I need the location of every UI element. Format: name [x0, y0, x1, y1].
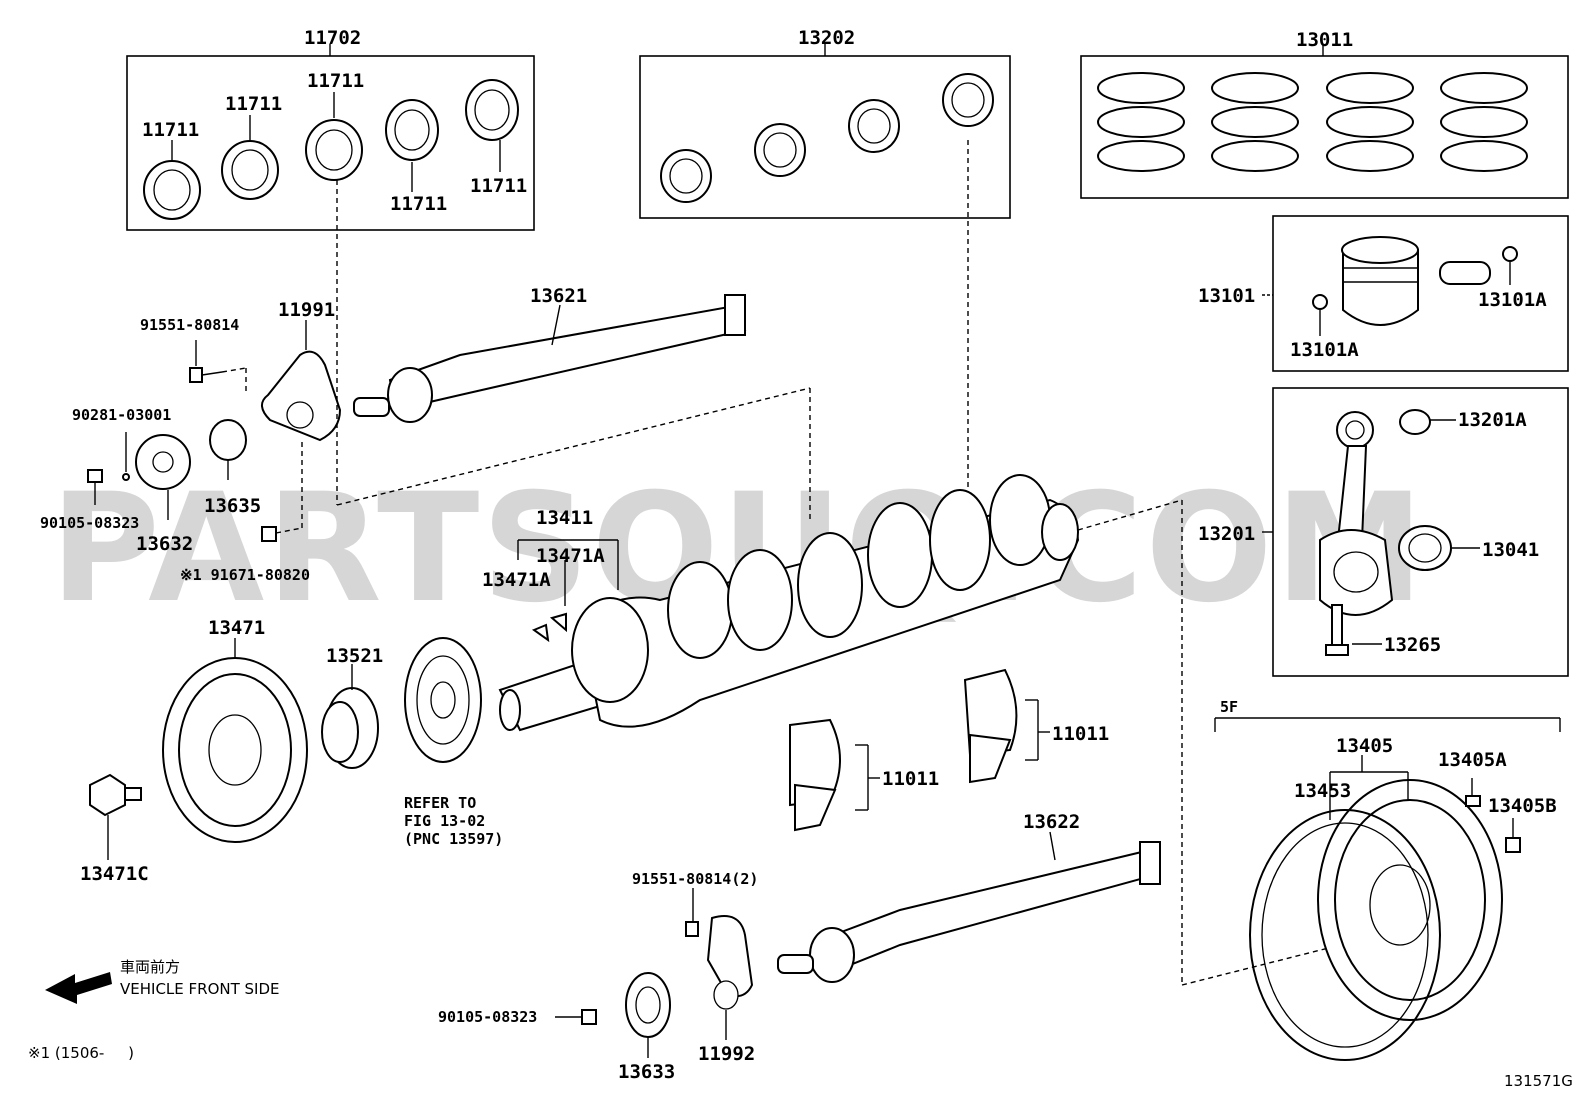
key-13471a-2[interactable] — [549, 612, 567, 633]
label-91671-80820: ※1 91671-80820 — [180, 566, 310, 584]
bolt-13471c[interactable] — [89, 773, 142, 817]
bearing-13202-3[interactable] — [848, 99, 900, 153]
gear-13632[interactable] — [135, 434, 191, 490]
bolt-91671[interactable] — [261, 526, 277, 542]
refer-line-2: FIG 13-02 — [404, 812, 485, 830]
bolt-13405b[interactable] — [1505, 837, 1521, 853]
snap-ring-right[interactable] — [1502, 246, 1518, 262]
thrust-washer-11011-upper[interactable] — [963, 668, 1018, 784]
bearing-11711-4[interactable] — [385, 99, 439, 161]
label-13101a-left: 13101A — [1290, 339, 1359, 361]
refer-line-1: REFER TO — [404, 794, 476, 812]
pulley-13471[interactable] — [162, 657, 308, 843]
pin-13405a[interactable] — [1465, 795, 1481, 807]
bolt-90105-a[interactable] — [87, 469, 103, 483]
label-91551-80814: 91551-80814 — [140, 316, 239, 334]
figure-code: 131571G — [1504, 1072, 1573, 1090]
drive-plate-13405[interactable] — [1317, 779, 1503, 1021]
label-11011-upper: 11011 — [1052, 723, 1109, 745]
bolt-90105-b[interactable] — [581, 1009, 597, 1025]
label-13405: 13405 — [1336, 735, 1393, 757]
key-13471a-1[interactable] — [531, 623, 550, 643]
piston-ring-set-3[interactable] — [1326, 72, 1414, 172]
plate-11992[interactable] — [706, 915, 754, 1010]
label-13041: 13041 — [1482, 539, 1539, 561]
label-13621: 13621 — [530, 285, 587, 307]
front-arrow-icon — [45, 972, 112, 1004]
bearing-11711-5[interactable] — [465, 79, 519, 141]
balance-shaft-13621[interactable] — [353, 294, 747, 423]
label-13411: 13411 — [536, 507, 593, 529]
label-11711-2: 11711 — [225, 93, 282, 115]
box-13101 — [1272, 215, 1569, 372]
label-11711-1: 11711 — [142, 119, 199, 141]
label-13635: 13635 — [204, 495, 261, 517]
label-13201: 13201 — [1198, 523, 1255, 545]
label-11011-lower: 11011 — [882, 768, 939, 790]
label-13405b: 13405B — [1488, 795, 1557, 817]
label-13202: 13202 — [798, 27, 855, 49]
bearing-11711-2[interactable] — [221, 140, 279, 200]
label-91551-80814-2: 91551-80814(2) — [632, 870, 758, 888]
piston-ring-set-1[interactable] — [1097, 72, 1185, 172]
label-13622: 13622 — [1023, 811, 1080, 833]
footnote: ※1 (1506- ) — [28, 1044, 134, 1062]
bearing-13202-4[interactable] — [942, 73, 994, 127]
label-13471a-lower: 13471A — [482, 569, 551, 591]
bearing-11711-1[interactable] — [143, 160, 201, 220]
label-13633: 13633 — [618, 1061, 675, 1083]
label-13453: 13453 — [1294, 780, 1351, 802]
label-90281-03001: 90281-03001 — [72, 406, 171, 424]
gear-13521[interactable] — [321, 687, 379, 769]
label-13405a: 13405A — [1438, 749, 1507, 771]
label-90105-08323-b: 90105-08323 — [438, 1008, 537, 1026]
ring-gear-13453[interactable] — [1249, 809, 1441, 1061]
front-side-en: VEHICLE FRONT SIDE — [120, 980, 280, 998]
snap-ring-left[interactable] — [1312, 294, 1328, 310]
thrust-washer-11011-lower[interactable] — [789, 718, 841, 832]
gear-13633[interactable] — [625, 972, 671, 1038]
front-side-jp: 車両前方 — [120, 958, 180, 976]
piston-ring-set-4[interactable] — [1440, 72, 1528, 172]
label-11992: 11992 — [698, 1043, 755, 1065]
label-11711-5: 11711 — [470, 175, 527, 197]
collar-13635[interactable] — [209, 419, 247, 461]
bushing-13201a[interactable] — [1399, 409, 1431, 435]
label-13632: 13632 — [136, 533, 193, 555]
piston-ring-set-2[interactable] — [1211, 72, 1299, 172]
bearing-13202-1[interactable] — [660, 149, 712, 203]
bolt-91551-80814[interactable] — [189, 367, 223, 383]
pin-90281[interactable] — [122, 473, 130, 481]
bearing-11711-3[interactable] — [305, 119, 363, 181]
box-13011 — [1080, 55, 1569, 199]
label-11702: 11702 — [304, 27, 361, 49]
label-13471: 13471 — [208, 617, 265, 639]
refer-line-3: (PNC 13597) — [404, 830, 503, 848]
balance-shaft-13622[interactable] — [777, 841, 1161, 983]
label-13101a-right: 13101A — [1478, 289, 1547, 311]
label-13265: 13265 — [1384, 634, 1441, 656]
label-13201a: 13201A — [1458, 409, 1527, 431]
sprocket-refer-13597[interactable] — [404, 637, 482, 763]
label-11711-4: 11711 — [390, 193, 447, 215]
piston-pin[interactable] — [1439, 261, 1491, 285]
label-90105-08323-a: 90105-08323 — [40, 514, 139, 532]
label-13471a-upper: 13471A — [536, 545, 605, 567]
piston-13101[interactable] — [1341, 236, 1419, 326]
label-5f: 5F — [1220, 698, 1238, 716]
bolt-91551-80814-2[interactable] — [685, 921, 699, 937]
bolt-13265[interactable] — [1325, 604, 1349, 656]
label-13471c: 13471C — [80, 863, 149, 885]
label-13521: 13521 — [326, 645, 383, 667]
label-11991: 11991 — [278, 299, 335, 321]
bearing-13041[interactable] — [1398, 525, 1452, 571]
plate-11991[interactable] — [261, 350, 342, 442]
crankshaft-13411[interactable] — [498, 474, 1080, 732]
label-11711-3: 11711 — [307, 70, 364, 92]
bearing-13202-2[interactable] — [754, 123, 806, 177]
label-13011: 13011 — [1296, 29, 1353, 51]
label-13101: 13101 — [1198, 285, 1255, 307]
